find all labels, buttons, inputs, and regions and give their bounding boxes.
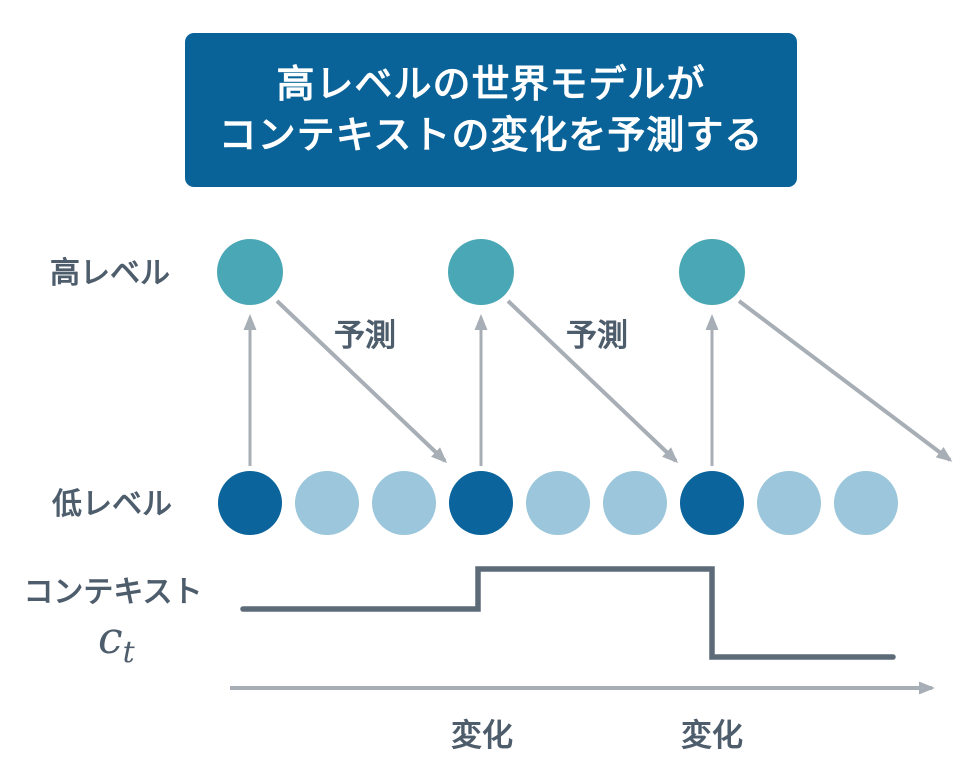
low-level-node-light xyxy=(295,471,359,535)
low-level-node-dark xyxy=(680,471,744,535)
low-level-node-light xyxy=(526,471,590,535)
high-level-node xyxy=(679,239,745,305)
low-level-node-light xyxy=(603,471,667,535)
arrows xyxy=(243,299,953,466)
low-level-node-light xyxy=(757,471,821,535)
context-signal-line xyxy=(240,566,896,660)
title-box: 高レベルの世界モデルが コンテキストの変化を予測する xyxy=(185,33,797,187)
high-level-node xyxy=(217,239,283,305)
title-line-1: 高レベルの世界モデルが xyxy=(276,63,706,106)
prediction-arrow-3 xyxy=(737,299,953,462)
low-level-node-light xyxy=(372,471,436,535)
low-level-node-dark xyxy=(218,471,282,535)
prediction-arrow-2 xyxy=(506,299,679,464)
context-label: コンテキスト xyxy=(23,576,202,609)
change-label-2: 変化 xyxy=(681,718,743,753)
context-symbol-subscript: t xyxy=(123,635,136,670)
context-symbol: ct xyxy=(98,613,136,670)
title-line-2: コンテキストの変化を予測する xyxy=(218,114,764,157)
low-level-nodes xyxy=(218,471,898,535)
prediction-label-1: 予測 xyxy=(334,318,396,353)
low-level-node-light xyxy=(834,471,898,535)
high-level-label: 高レベル xyxy=(50,257,170,290)
low-level-node-dark xyxy=(449,471,513,535)
prediction-arrow-1 xyxy=(275,299,448,464)
change-label-1: 変化 xyxy=(451,718,513,753)
low-level-label: 低レベル xyxy=(51,488,172,521)
prediction-label-2: 予測 xyxy=(566,318,628,353)
high-level-nodes xyxy=(217,239,745,305)
high-level-node xyxy=(448,239,514,305)
context-symbol-main: c xyxy=(98,613,123,664)
